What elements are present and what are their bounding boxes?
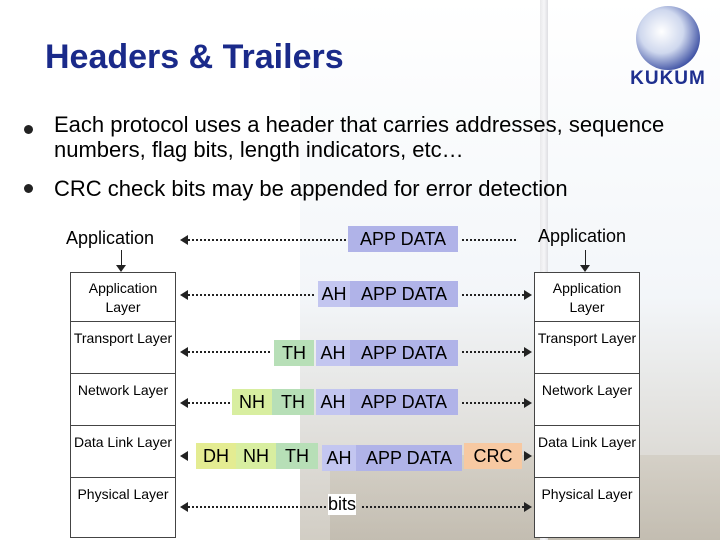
arrow-left-icon xyxy=(180,502,188,512)
ah-segment: AH xyxy=(322,445,356,471)
left-layer-application: Application Layer xyxy=(88,280,158,315)
left-layer-transport: Transport Layer xyxy=(73,330,173,346)
down-arrow-icon xyxy=(116,265,126,272)
th-segment: TH xyxy=(272,389,314,415)
arrow-right-icon xyxy=(524,451,532,461)
right-protocol-stack: Application Layer Transport Layer Networ… xyxy=(534,272,640,538)
app-data-segment: APP DATA xyxy=(350,281,458,307)
slide-title: Headers & Trailers xyxy=(45,38,344,76)
right-layer-network: Network Layer xyxy=(541,382,633,398)
kukum-logo: KUKUM xyxy=(626,6,710,96)
app-data-segment: APP DATA xyxy=(348,226,458,252)
right-layer-physical: Physical Layer xyxy=(541,486,633,502)
dotted-connector xyxy=(188,402,230,404)
dotted-connector xyxy=(188,506,326,508)
nh-segment: NH xyxy=(236,443,276,469)
bullet-dot-icon xyxy=(24,125,33,134)
logo-emblem-icon xyxy=(636,6,700,70)
layer-divider xyxy=(71,373,175,374)
dotted-connector xyxy=(462,351,524,353)
down-arrow-line xyxy=(585,250,586,268)
arrow-left-icon xyxy=(180,290,188,300)
right-layer-application: Application Layer xyxy=(552,280,622,315)
arrow-left-icon xyxy=(180,451,188,461)
th-segment: TH xyxy=(276,443,318,469)
dotted-connector xyxy=(188,294,314,296)
layer-divider xyxy=(535,373,639,374)
arrow-right-icon xyxy=(524,398,532,408)
dotted-connector xyxy=(462,402,524,404)
layer-divider xyxy=(71,425,175,426)
left-application-label: Application xyxy=(66,228,155,248)
background-tower xyxy=(540,0,548,540)
layer-divider xyxy=(535,477,639,478)
dotted-connector xyxy=(188,239,346,241)
dotted-connector xyxy=(362,506,524,508)
bits-label: bits xyxy=(328,494,357,515)
dh-segment: DH xyxy=(196,443,236,469)
left-layer-network: Network Layer xyxy=(77,382,169,398)
crc-segment: CRC xyxy=(464,443,522,469)
logo-text: KUKUM xyxy=(630,68,706,89)
left-protocol-stack: Application Layer Transport Layer Networ… xyxy=(70,272,176,538)
arrow-right-icon xyxy=(524,347,532,357)
arrow-right-icon xyxy=(524,502,532,512)
down-arrow-line xyxy=(121,250,122,268)
ah-segment: AH xyxy=(316,389,350,415)
dotted-connector xyxy=(462,239,516,241)
bullet-dot-icon xyxy=(24,184,33,193)
bullet-2: CRC check bits may be appended for error… xyxy=(54,176,568,201)
arrow-left-icon xyxy=(180,398,188,408)
left-layer-physical: Physical Layer xyxy=(77,486,169,502)
th-segment: TH xyxy=(274,340,314,366)
right-layer-transport: Transport Layer xyxy=(537,330,637,346)
arrow-left-icon xyxy=(180,347,188,357)
right-application-label: Application xyxy=(538,226,627,246)
dotted-connector xyxy=(462,294,524,296)
arrow-left-icon xyxy=(180,235,188,245)
app-data-segment: APP DATA xyxy=(350,389,458,415)
left-layer-datalink: Data Link Layer xyxy=(73,434,173,450)
ah-segment: AH xyxy=(318,281,350,307)
layer-divider xyxy=(71,321,175,322)
dotted-connector xyxy=(188,351,270,353)
layer-divider xyxy=(535,425,639,426)
down-arrow-icon xyxy=(580,265,590,272)
ah-segment: AH xyxy=(316,340,350,366)
bullet-1: Each protocol uses a header that carries… xyxy=(54,112,665,162)
app-data-segment: APP DATA xyxy=(350,340,458,366)
layer-divider xyxy=(535,321,639,322)
right-layer-datalink: Data Link Layer xyxy=(537,434,637,450)
arrow-right-icon xyxy=(524,290,532,300)
nh-segment: NH xyxy=(232,389,272,415)
app-data-segment: APP DATA xyxy=(356,445,462,471)
layer-divider xyxy=(71,477,175,478)
